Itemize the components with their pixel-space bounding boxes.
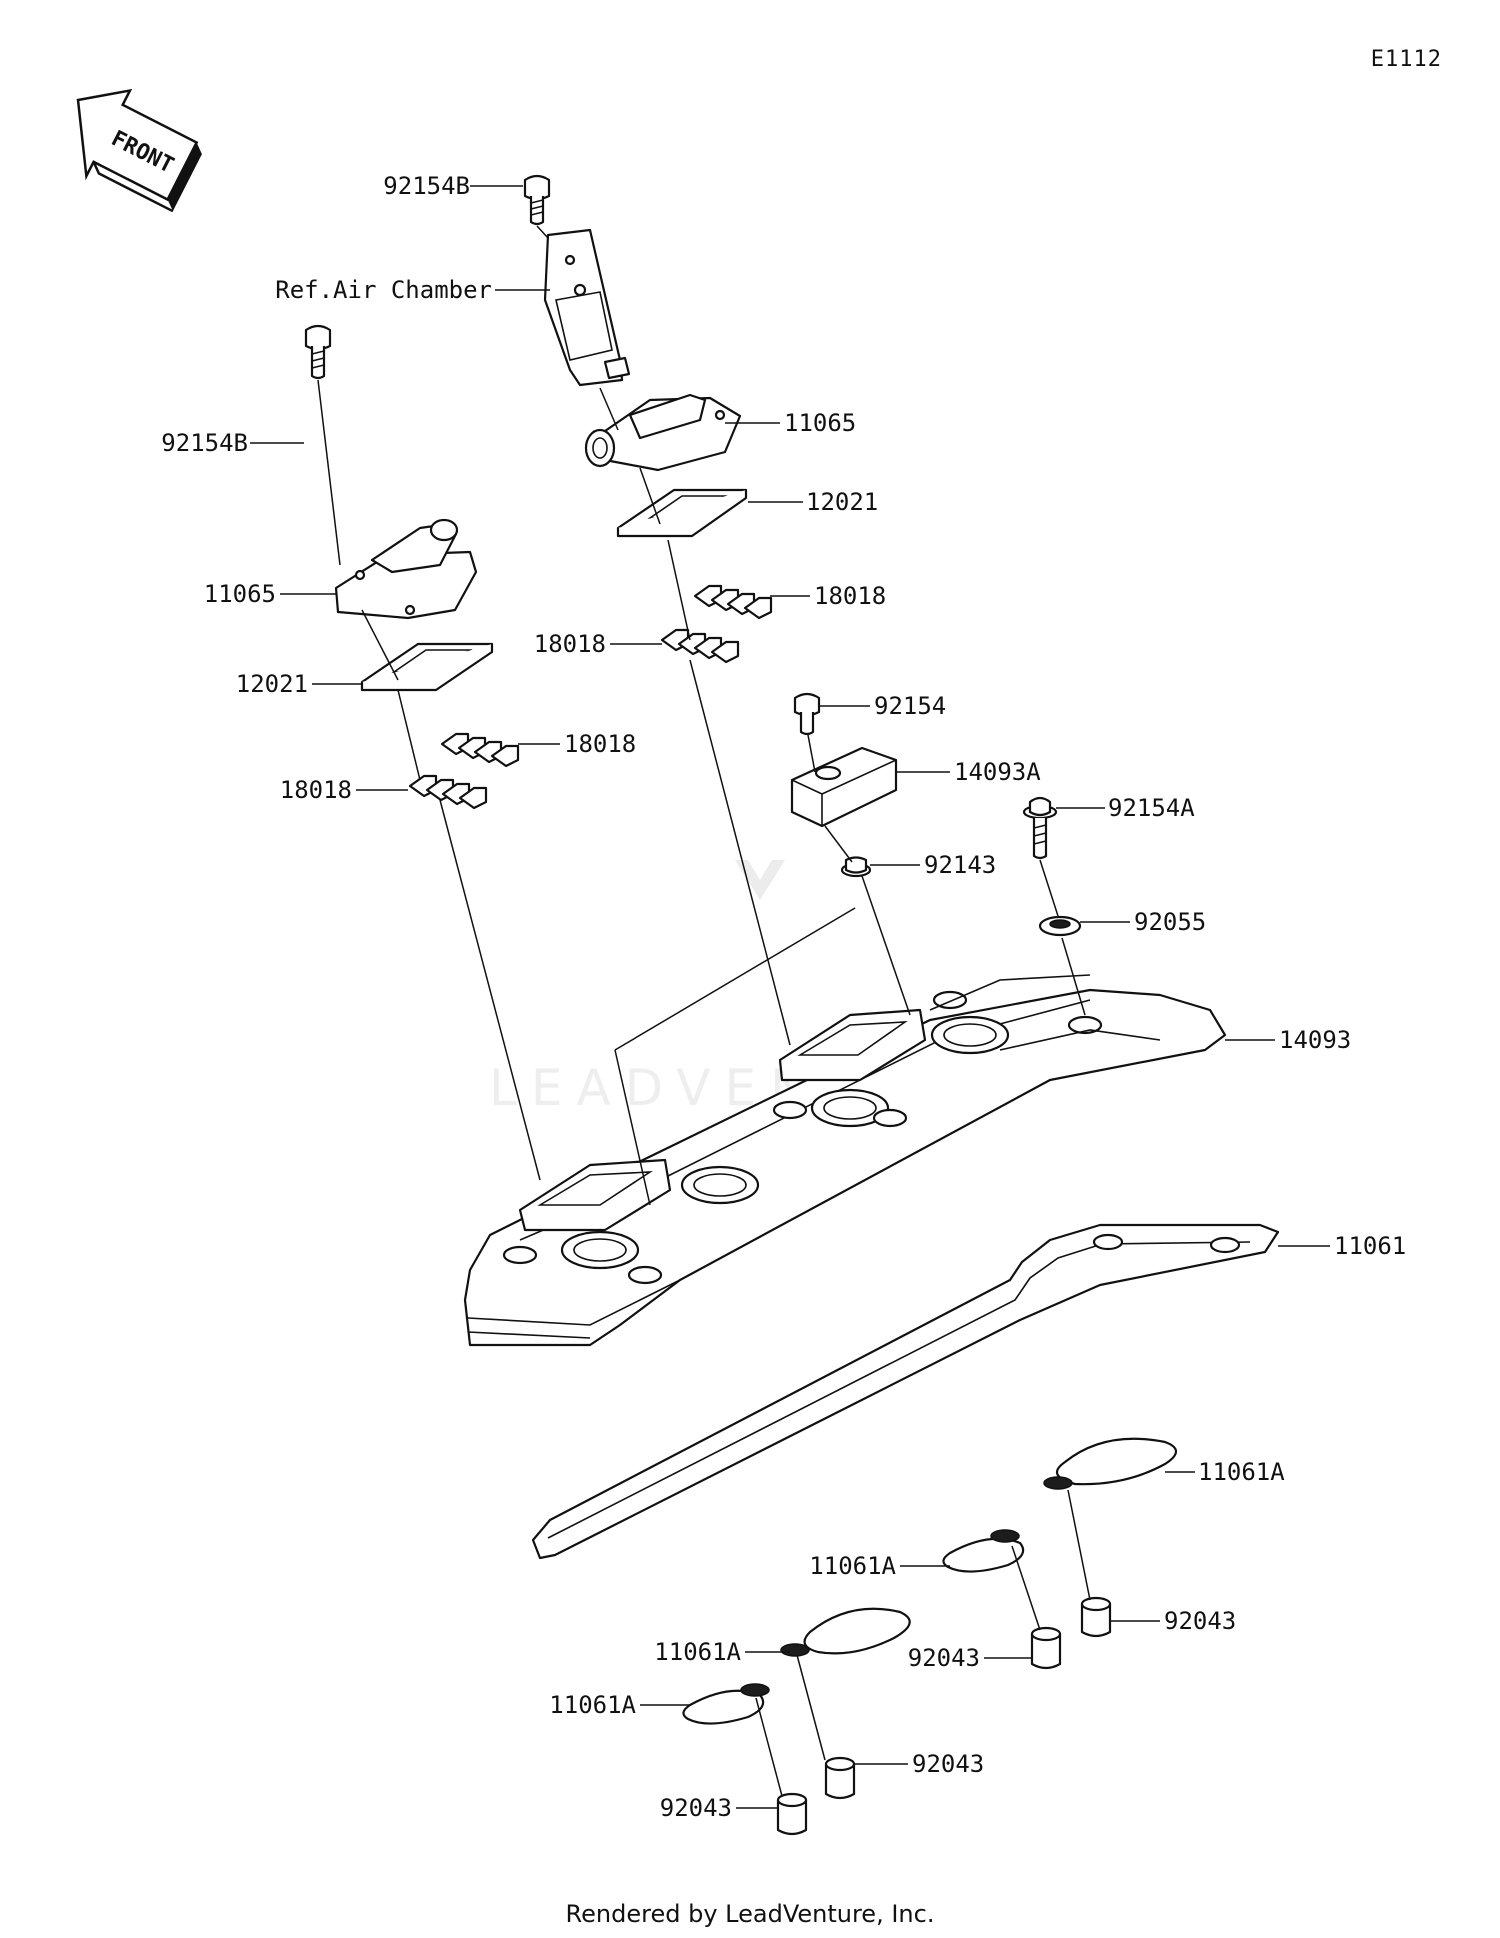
label-11061A-4: 11061A (549, 1691, 636, 1719)
label-92154A: 92154A (1108, 794, 1195, 822)
diagram-code: E1112 (1370, 47, 1442, 72)
bolt-92154 (793, 692, 821, 736)
label-92043-3: 92043 (912, 1750, 984, 1778)
air-chamber-bracket (543, 228, 631, 387)
label-14093: 14093 (1279, 1026, 1351, 1054)
label-92043-4: 92043 (660, 1794, 732, 1822)
label-92154B-left: 92154B (161, 429, 248, 457)
label-92154B-top: 92154B (383, 172, 470, 200)
dowel-pin-92043-1 (1080, 1596, 1112, 1638)
reed-valve-18018-left-right (440, 732, 520, 768)
washer-92143 (840, 856, 872, 878)
label-92154: 92154 (874, 692, 946, 720)
label-11065-left: 11065 (204, 580, 276, 608)
reed-valve-18018-top-left (660, 628, 740, 664)
dowel-pin-92043-3 (824, 1756, 856, 1800)
label-11061A-1: 11061A (1198, 1458, 1285, 1486)
reed-valve-cover-11065-left (334, 518, 478, 620)
plug-seal-11061A-2 (942, 1529, 1025, 1573)
label-11061: 11061 (1334, 1232, 1406, 1260)
plug-seal-11061A-1 (1043, 1437, 1178, 1490)
label-12021-left: 12021 (236, 670, 308, 698)
label-18018-left-right: 18018 (564, 730, 636, 758)
label-92043-2: 92043 (908, 1644, 980, 1672)
label-18018-left-left: 18018 (280, 776, 352, 804)
label-11061A-3: 11061A (654, 1638, 741, 1666)
cover-14093A (790, 746, 898, 828)
footer-credit: Rendered by LeadVenture, Inc. (565, 1900, 935, 1928)
cylinder-head-cover-14093 (463, 974, 1227, 1347)
dowel-pin-92043-2 (1030, 1626, 1062, 1670)
gasket-12021-top (616, 488, 748, 538)
gasket-12021-left (360, 642, 494, 692)
label-18018-top-right: 18018 (814, 582, 886, 610)
label-92043-1: 92043 (1164, 1607, 1236, 1635)
bolt-92154A (1022, 796, 1058, 860)
bolt-92154B-left (304, 324, 332, 380)
reed-valve-cover-11065-top (584, 393, 742, 472)
assembly-lines (317, 225, 1091, 1797)
label-ref-air-chamber: Ref.Air Chamber (275, 276, 492, 304)
bolt-92154B-top (523, 174, 551, 226)
dowel-pin-92043-4 (776, 1792, 808, 1836)
label-18018-top-left: 18018 (534, 630, 606, 658)
reed-valve-18018-top-right (693, 584, 773, 620)
label-92055: 92055 (1134, 908, 1206, 936)
head-cover-gasket-11061 (531, 1223, 1280, 1560)
label-14093A: 14093A (954, 758, 1041, 786)
callout-labels: 92154B Ref.Air Chamber 11065 12021 18018… (161, 172, 1406, 1822)
label-92143: 92143 (924, 851, 996, 879)
front-arrow-icon: FRONT (76, 88, 202, 213)
reed-valve-18018-left-left (408, 774, 488, 810)
callout-leaders (250, 185, 1330, 1809)
label-12021-top: 12021 (806, 488, 878, 516)
label-11061A-2: 11061A (809, 1552, 896, 1580)
plug-seal-11061A-3 (780, 1607, 911, 1657)
plug-seal-11061A-4 (682, 1683, 770, 1725)
label-11065-top: 11065 (784, 409, 856, 437)
grommet-92055 (1038, 915, 1082, 937)
